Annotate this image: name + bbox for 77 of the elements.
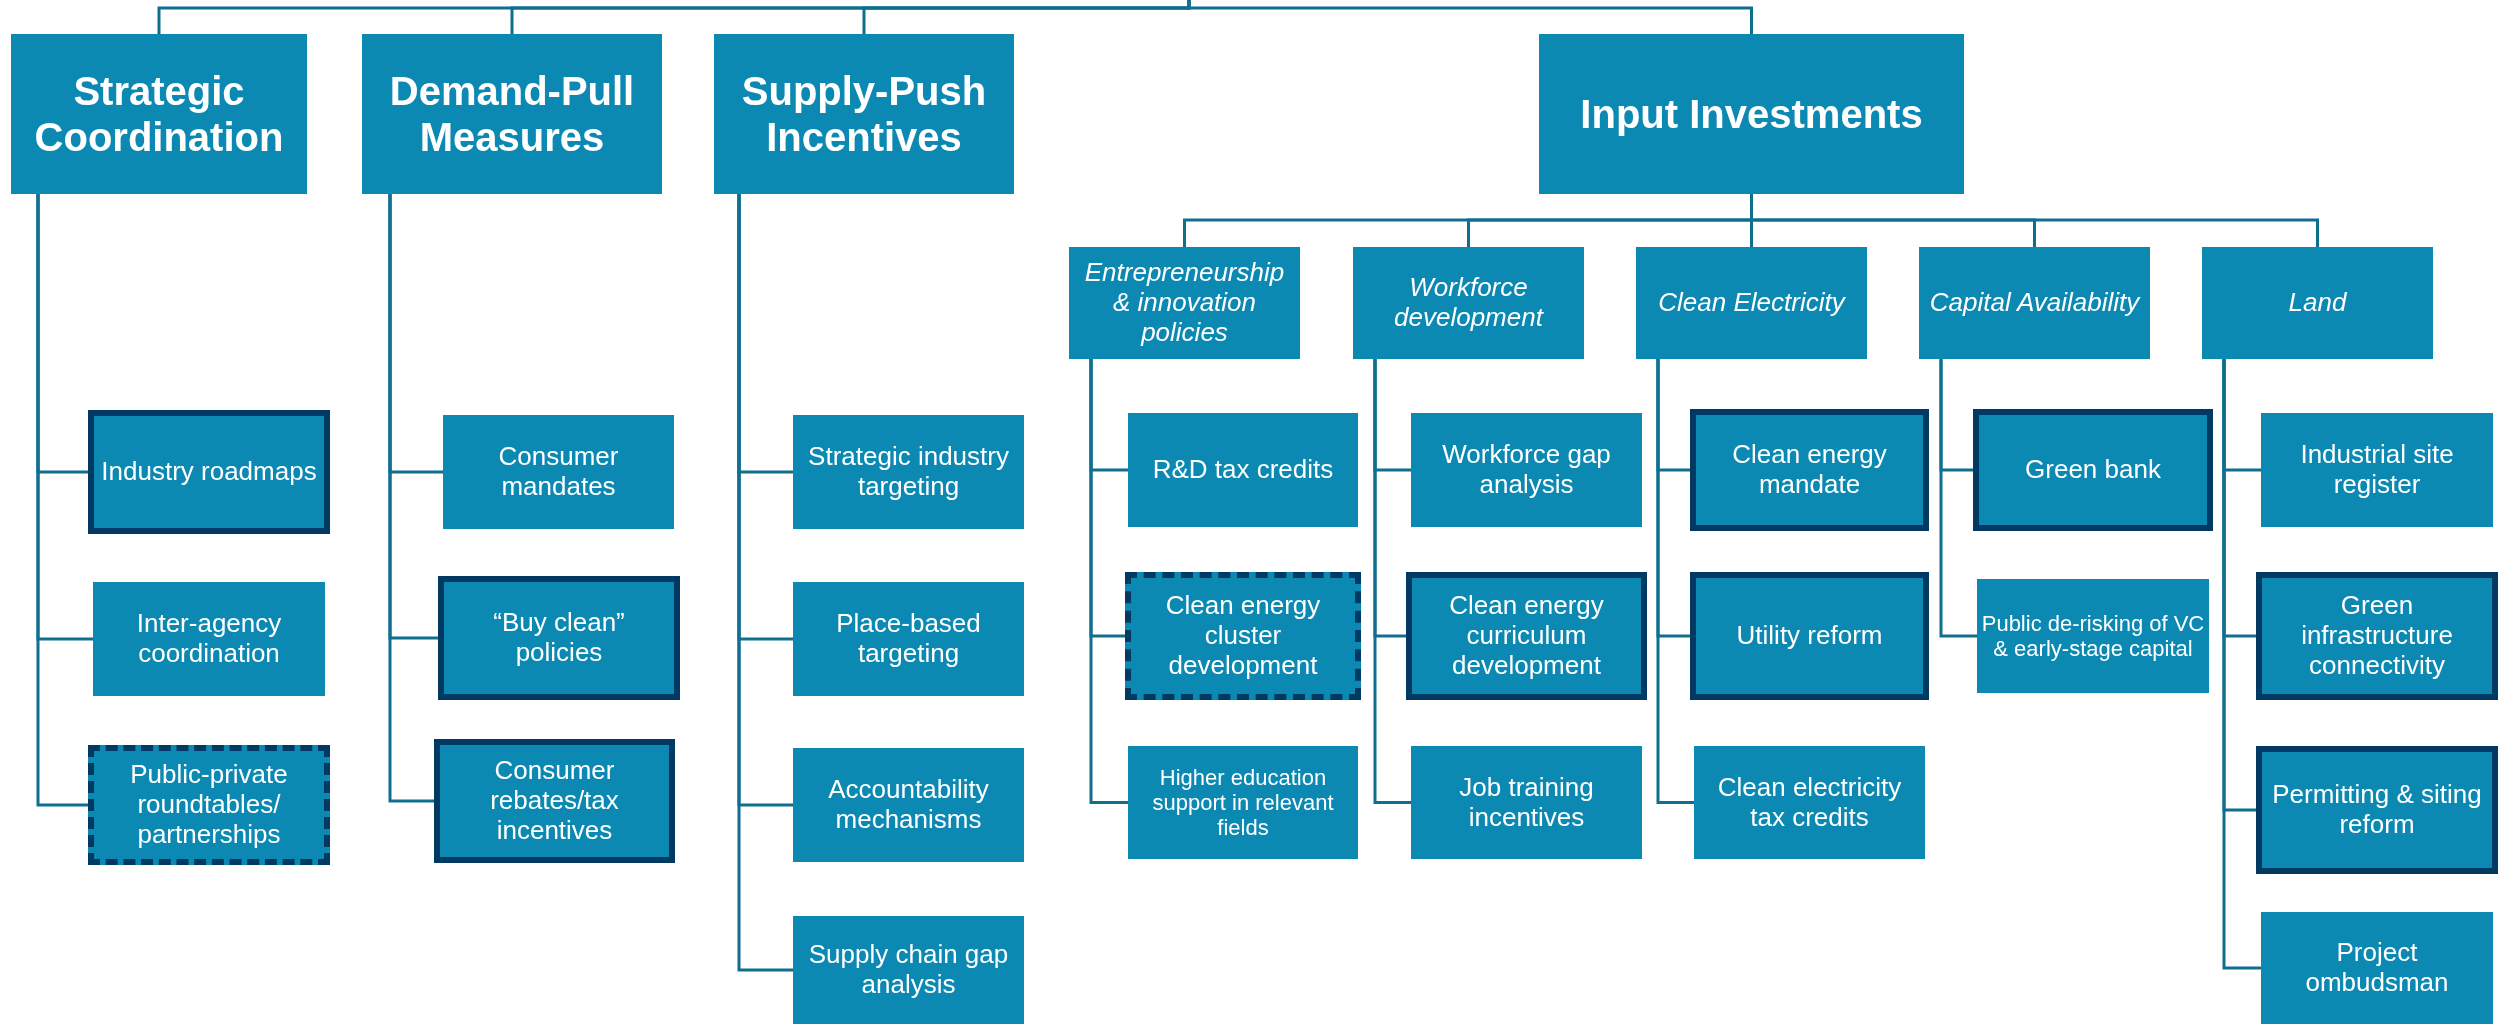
highlighted-policy-box — [434, 739, 675, 863]
highlighted-policy-box — [2256, 572, 2498, 700]
box-label: Supply chain gap analysis — [807, 940, 1010, 1000]
box-label: Industry roadmaps — [101, 457, 317, 487]
dashed-policy-box — [88, 745, 330, 865]
box-label: Consumer rebates/tax incentives — [489, 756, 620, 846]
policy-box — [1977, 579, 2209, 693]
box-label: Clean energy mandate — [1731, 440, 1888, 500]
category-box — [362, 34, 662, 194]
box-label: Clean energy curriculum development — [1448, 591, 1605, 681]
box-label: Permitting & siting reform — [2271, 780, 2483, 840]
box-label: Green infrastructure connectivity — [2300, 591, 2454, 681]
box-label: Public de-risking of VC & early-stage capital — [1981, 610, 2205, 662]
highlighted-policy-box — [1973, 409, 2213, 531]
box-label: Place-based targeting — [835, 609, 982, 669]
connector-line — [1089, 359, 1128, 804]
policy-box — [793, 415, 1024, 529]
box-label: Job training incentives — [1458, 772, 1595, 833]
connector-line — [1373, 359, 1411, 804]
box-label: Clean energy cluster development — [1164, 591, 1322, 681]
category-box — [11, 34, 307, 194]
box-label: Capital Availability — [1929, 288, 2140, 318]
box-label: Public-private roundtables/ partnerships — [129, 760, 289, 850]
category-box — [1539, 34, 1964, 194]
policy-box — [1411, 413, 1642, 527]
policy-box — [793, 916, 1024, 1024]
connector-line — [1187, 0, 1753, 34]
policy-box — [1128, 746, 1358, 859]
policy-box — [2261, 912, 2493, 1024]
subcategory-box — [1919, 247, 2150, 359]
box-label: Green bank — [2025, 455, 2161, 485]
highlighted-policy-box — [88, 410, 330, 534]
box-label: Accountability mechanisms — [827, 775, 990, 835]
highlighted-policy-box — [438, 576, 680, 700]
box-label: Clean Electricity — [1658, 288, 1845, 318]
subcategory-box — [1353, 247, 1584, 359]
connector-line — [1656, 359, 1694, 804]
box-label: Inter-agency coordination — [135, 609, 283, 669]
policy-box — [1411, 746, 1642, 859]
box-label: Entrepreneurship & innovation policies — [1083, 258, 1286, 348]
box-label: Workforce gap analysis — [1441, 440, 1612, 500]
connector-line — [737, 194, 793, 972]
box-label: Land — [2288, 288, 2347, 318]
box-label: Project ombudsman — [2304, 938, 2450, 998]
box-label: R&D tax credits — [1152, 455, 1334, 485]
box-label: Input Investments — [1580, 91, 1923, 137]
policy-box — [93, 582, 325, 696]
dashed-policy-box — [1125, 572, 1361, 700]
highlighted-policy-box — [1690, 409, 1929, 531]
highlighted-policy-box — [1690, 572, 1929, 700]
box-label: Clean electricity tax credits — [1716, 772, 1903, 833]
category-box — [714, 34, 1014, 194]
highlighted-policy-box — [1406, 572, 1647, 700]
highlighted-policy-box — [2256, 746, 2498, 874]
policy-box — [1128, 413, 1358, 527]
box-label: Demand-Pull Measures — [388, 68, 636, 160]
connector-line — [1939, 359, 1977, 638]
policy-box — [793, 582, 1024, 696]
box-label: Workforce development — [1393, 273, 1545, 333]
connector-line — [2222, 359, 2261, 970]
box-label: Consumer mandates — [497, 442, 620, 502]
box-label: Higher education support in relevant fields — [1151, 764, 1335, 841]
box-label: Strategic Coordination — [33, 68, 285, 160]
policy-box — [443, 415, 674, 529]
box-label: Industrial site register — [2299, 440, 2455, 500]
policy-box — [793, 748, 1024, 862]
box-label: Utility reform — [1736, 621, 1883, 651]
connector-line — [388, 194, 434, 803]
subcategory-box — [1069, 247, 1300, 359]
policy-box — [1694, 746, 1925, 859]
box-label: Strategic industry targeting — [807, 442, 1010, 502]
connector-line — [36, 194, 88, 807]
box-label: Supply-Push Incentives — [740, 68, 988, 160]
box-label: “Buy clean” policies — [492, 608, 626, 668]
policy-box — [2261, 413, 2493, 527]
subcategory-box — [1636, 247, 1867, 359]
subcategory-box — [2202, 247, 2433, 359]
